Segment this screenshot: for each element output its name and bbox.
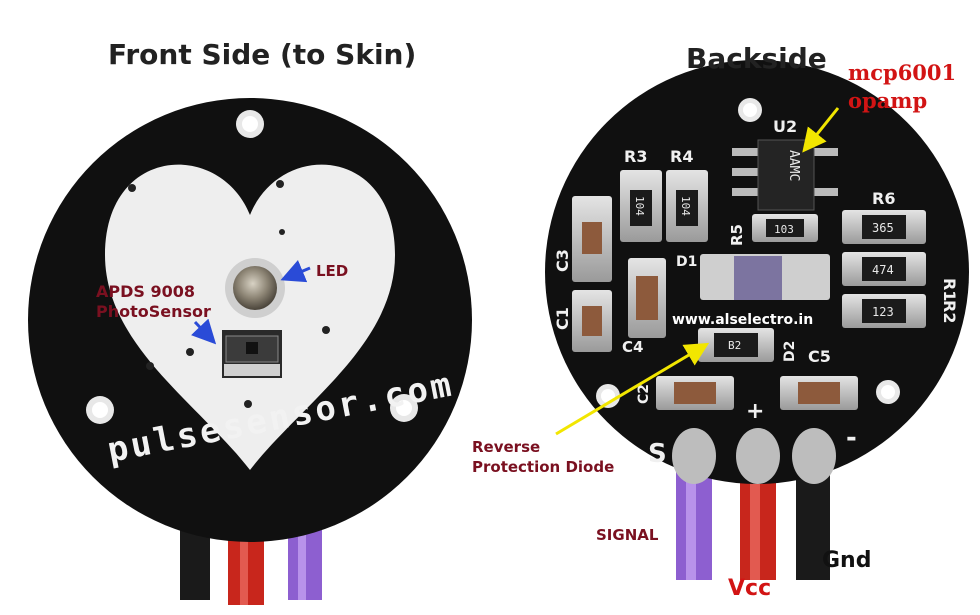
marking-474: 474 — [872, 263, 894, 277]
opamp-label-line1: mcp6001 — [848, 60, 957, 85]
photosensor-label-line2: PhotoSensor — [96, 302, 211, 321]
led-label: LED — [316, 262, 349, 280]
silk-d1: D1 — [676, 254, 697, 270]
silk-s: S — [648, 439, 667, 469]
silk-minus: - — [846, 423, 857, 453]
silk-c3: C3 — [553, 249, 572, 272]
led — [233, 266, 277, 310]
silk-c4: C4 — [622, 338, 643, 356]
photosensor-label-line1: APDS 9008 — [96, 282, 196, 301]
silk-c5: C5 — [808, 347, 831, 366]
signal-wire-label: SIGNAL — [596, 526, 659, 544]
led-arrow — [280, 260, 311, 283]
front-mounting-holes — [86, 110, 418, 424]
silk-r5: R5 — [728, 224, 746, 246]
silk-c1: C1 — [553, 307, 572, 330]
gnd-wire-label: Gnd — [822, 548, 872, 573]
back-title: Backside — [686, 42, 827, 75]
front-vias — [128, 180, 330, 408]
chip-marking: AAMC — [786, 150, 801, 181]
vcc-wire-label: Vcc — [728, 576, 772, 601]
silkscreen: U2 R3 R4 R5 R6 R1 R2 C3 C1 C4 C2 C5 D1 D… — [553, 117, 959, 469]
back-mounting-holes — [596, 98, 900, 408]
silk-r6: R6 — [872, 189, 895, 208]
diode-label-line2: Protection Diode — [472, 458, 615, 476]
silk-plus: + — [746, 399, 764, 424]
marking-365: 365 — [872, 221, 894, 235]
silk-r1: R1 — [940, 278, 959, 301]
marking-b2: B2 — [728, 339, 741, 352]
smd-components — [572, 170, 926, 410]
marking-104b: 104 — [679, 196, 692, 216]
silk-r3: R3 — [624, 147, 647, 166]
silk-r4: R4 — [670, 147, 693, 166]
front-title: Front Side (to Skin) — [108, 38, 417, 71]
silk-r2: R2 — [940, 300, 959, 323]
marking-104a: 104 — [633, 196, 646, 216]
diode-arrow — [555, 342, 710, 436]
silk-c2: C2 — [636, 384, 652, 404]
component-markings: AAMC 103 365 474 123 104 104 B2 — [633, 150, 894, 352]
watermark: www.alselectro.in — [672, 312, 814, 328]
diode-label-line1: Reverse — [472, 438, 541, 456]
back-wires — [676, 470, 830, 580]
silk-u2: U2 — [773, 117, 797, 136]
marking-123: 123 — [872, 305, 894, 319]
silk-d2: D2 — [782, 341, 798, 362]
photosensor-arrow — [190, 318, 217, 345]
wire-solder-joints — [672, 428, 836, 484]
opamp-label-line2: opamp — [848, 88, 928, 113]
photosensor-chip — [222, 330, 282, 378]
opamp-arrow — [802, 107, 840, 153]
marking-103: 103 — [774, 223, 794, 236]
